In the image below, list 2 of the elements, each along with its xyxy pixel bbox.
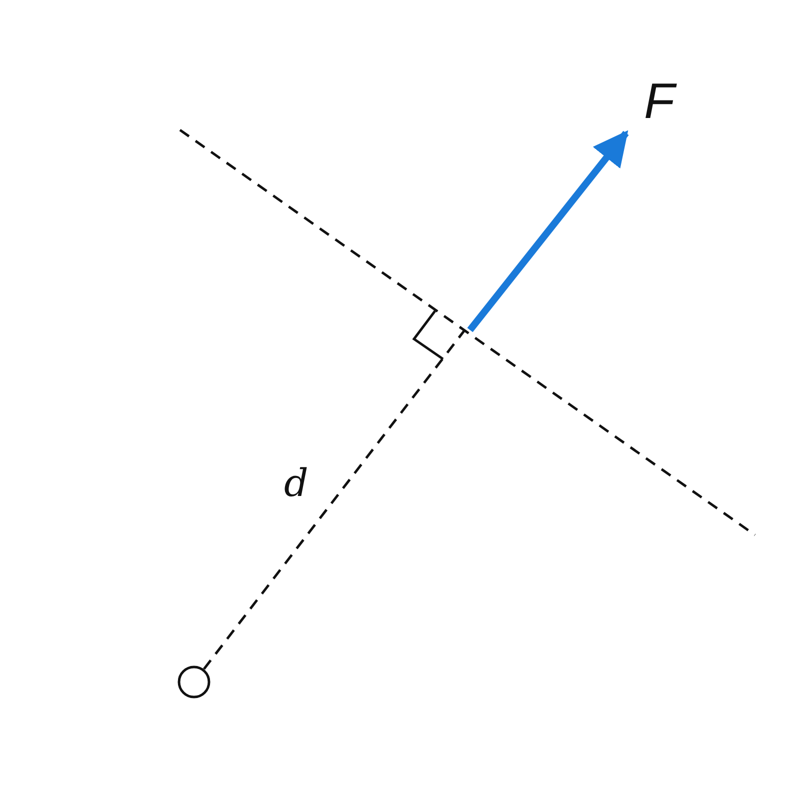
distance-label: d — [284, 464, 308, 502]
force-label: F — [644, 76, 675, 126]
